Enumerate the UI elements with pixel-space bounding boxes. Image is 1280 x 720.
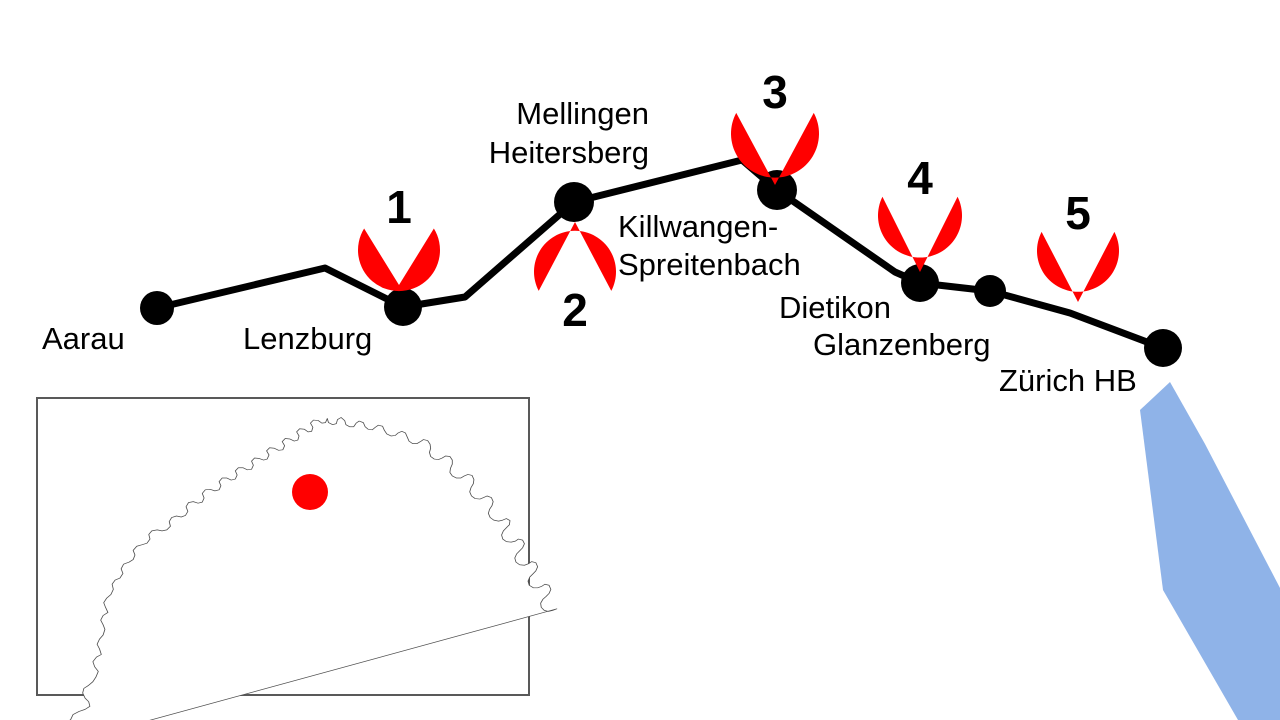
pin-number-5: 5 [1065, 187, 1091, 239]
station-dot-dietikon[interactable] [901, 264, 939, 302]
map-pin-1[interactable]: 1 [358, 181, 440, 292]
station-dot-group [140, 170, 1182, 367]
station-dot-lenzburg[interactable] [384, 288, 422, 326]
numbered-pin-group: 1 2 3 4 5 [358, 65, 1119, 336]
map-pin-3[interactable]: 3 [731, 65, 819, 185]
map-pin-5[interactable]: 5 [1037, 187, 1119, 302]
pin-body-2 [533, 222, 616, 291]
pin-body-4 [877, 196, 962, 272]
station-label-aarau: Aarau [42, 321, 125, 356]
map-pin-2[interactable]: 2 [533, 222, 616, 336]
pin-hole-1 [374, 182, 424, 232]
pin-number-1: 1 [386, 181, 412, 233]
pin-body-5 [1037, 231, 1119, 302]
station-label-spreitenbach: Spreitenbach [618, 247, 801, 282]
station-label-lenzburg: Lenzburg [243, 321, 372, 356]
pin-number-2: 2 [562, 284, 588, 336]
pin-hole-5 [1053, 188, 1103, 238]
station-dot-zurich_hb[interactable] [1144, 329, 1182, 367]
pin-number-4: 4 [907, 152, 933, 204]
station-label-mellingen: Mellingen [516, 96, 649, 131]
pin-body-1 [358, 228, 440, 292]
pin-hole-2 [550, 285, 600, 335]
switzerland-outline [69, 417, 558, 720]
station-dot-glanzenberg[interactable] [974, 275, 1006, 307]
inset-location-marker [292, 474, 328, 510]
lake-zurich-shape [1140, 382, 1280, 720]
station-label-dietikon: Dietikon [779, 290, 891, 325]
pin-number-3: 3 [762, 66, 788, 118]
pin-hole-3 [748, 65, 802, 119]
station-label-glanzenberg: Glanzenberg [813, 327, 991, 362]
pin-hole-4 [894, 152, 946, 204]
station-dot-aarau[interactable] [140, 291, 174, 325]
station-dot-mellingen[interactable] [554, 182, 594, 222]
station-label-zurich_hb: Zürich HB [999, 363, 1137, 398]
station-dot-killwangen[interactable] [757, 170, 797, 210]
station-label-heitersberg: Heitersberg [489, 135, 649, 170]
inset-map-content [69, 417, 558, 720]
pin-body-3 [731, 112, 819, 185]
map-pin-4[interactable]: 4 [877, 152, 962, 272]
station-label-killwangen: Killwangen- [618, 209, 778, 244]
